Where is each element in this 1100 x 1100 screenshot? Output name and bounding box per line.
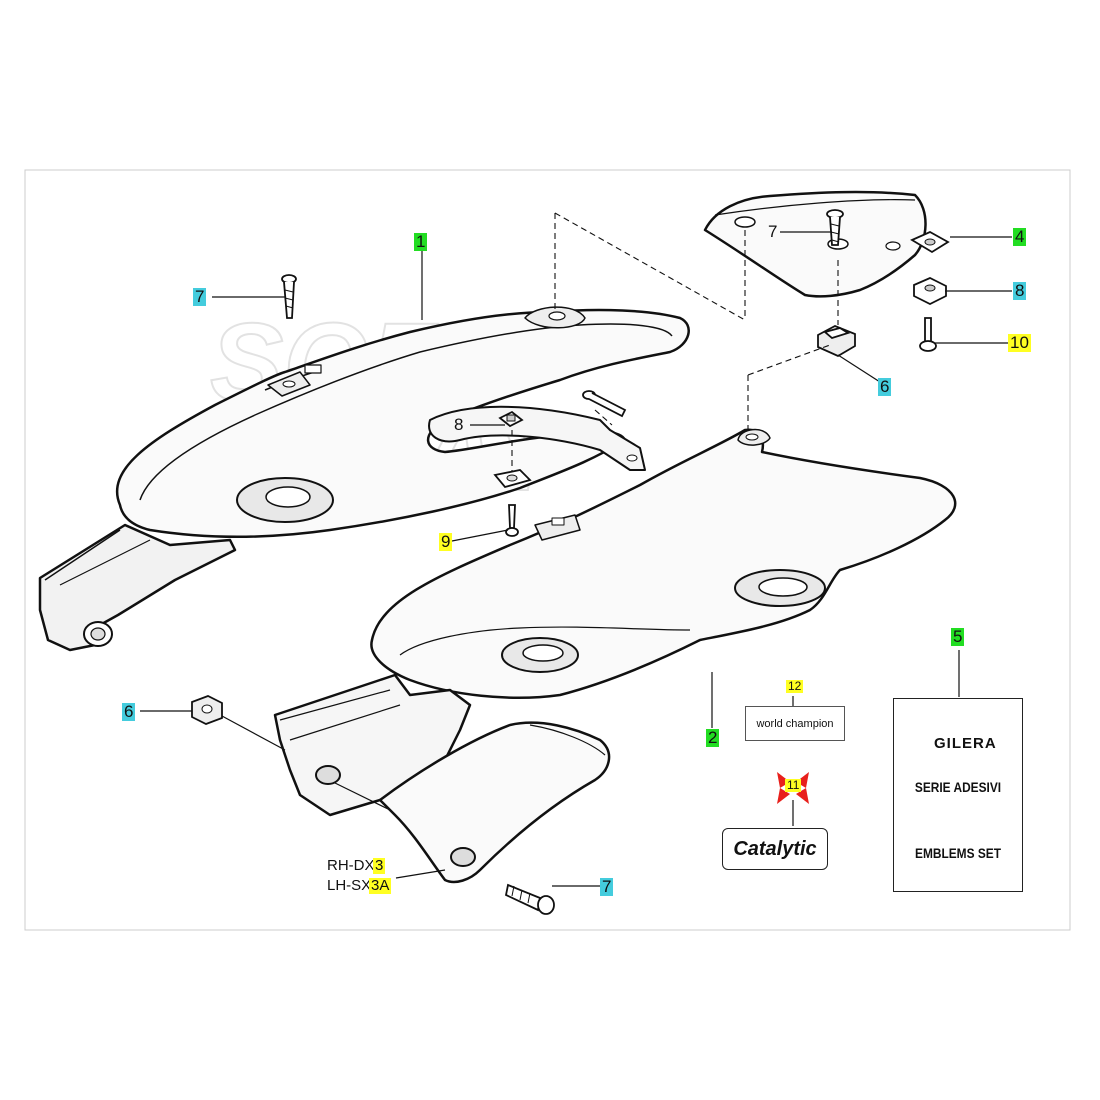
part-2-side-panel: [370, 428, 957, 699]
callout-1: 1: [414, 232, 428, 251]
part-1-upper-cover: [115, 306, 690, 538]
dashed-assembly-lines: [511, 212, 839, 472]
grommet-6-upper: [817, 325, 856, 358]
serie-adesivi-text: SERIE ADESIVI: [914, 779, 1002, 795]
world-champion-label: world champion: [745, 706, 845, 741]
callout-3: 3: [373, 857, 386, 874]
callout-10: 10: [1008, 333, 1031, 352]
screw-7-bottom: [504, 883, 555, 915]
emblems-set-text: EMBLEMS SET: [915, 845, 1001, 861]
callout-8-right: 8: [1013, 281, 1027, 300]
leader-lines: [140, 231, 1012, 887]
side-label-rh: RH-DX: [327, 857, 375, 874]
nut-4: [910, 230, 950, 254]
callout-8-middle: 8: [454, 415, 464, 434]
callout-11: 11: [785, 778, 802, 792]
catalytic-text: Catalytic: [733, 837, 817, 860]
callout-7-top-left: 7: [193, 287, 207, 306]
screw-inner-bracket: [582, 390, 627, 418]
catalytic-sticker: Catalytic: [722, 828, 828, 870]
callout-3a: 3A: [369, 877, 392, 894]
callout-12: 12: [786, 679, 804, 693]
rear-bracket: [38, 523, 237, 652]
world-champion-text: world champion: [756, 717, 834, 730]
callout-6-upper: 6: [878, 377, 892, 396]
screw-7-top-left: [281, 274, 297, 319]
callout-5: 5: [951, 627, 965, 646]
clip-8-middle: [498, 410, 524, 428]
emblems-set-card: GILERA SERIE ADESIVI EMBLEMS SET: [893, 698, 1023, 892]
screw-9: [505, 504, 519, 537]
side-label-lh: LH-SX: [327, 877, 372, 894]
callout-7-top-plate: 7: [768, 222, 778, 241]
bolt-10: [919, 317, 937, 352]
part-3-lower-cover: [378, 721, 611, 884]
callout-7-bottom: 7: [600, 877, 614, 896]
screw-7-top-plate: [826, 209, 844, 246]
callout-6-lower: 6: [122, 702, 136, 721]
callout-2: 2: [706, 728, 720, 747]
red-arrows-marker: [777, 772, 809, 804]
clip-8-right: [913, 277, 947, 306]
gilera-brand-text: GILERA: [934, 735, 997, 752]
grommet-6-lower: [191, 695, 223, 725]
part-4-top-plate: [703, 190, 927, 298]
drawing-frame: [24, 169, 1071, 931]
callout-4: 4: [1013, 227, 1027, 246]
inner-bracket-strip: [428, 405, 646, 471]
callout-9: 9: [439, 532, 453, 551]
lower-fender-left: [273, 673, 472, 817]
